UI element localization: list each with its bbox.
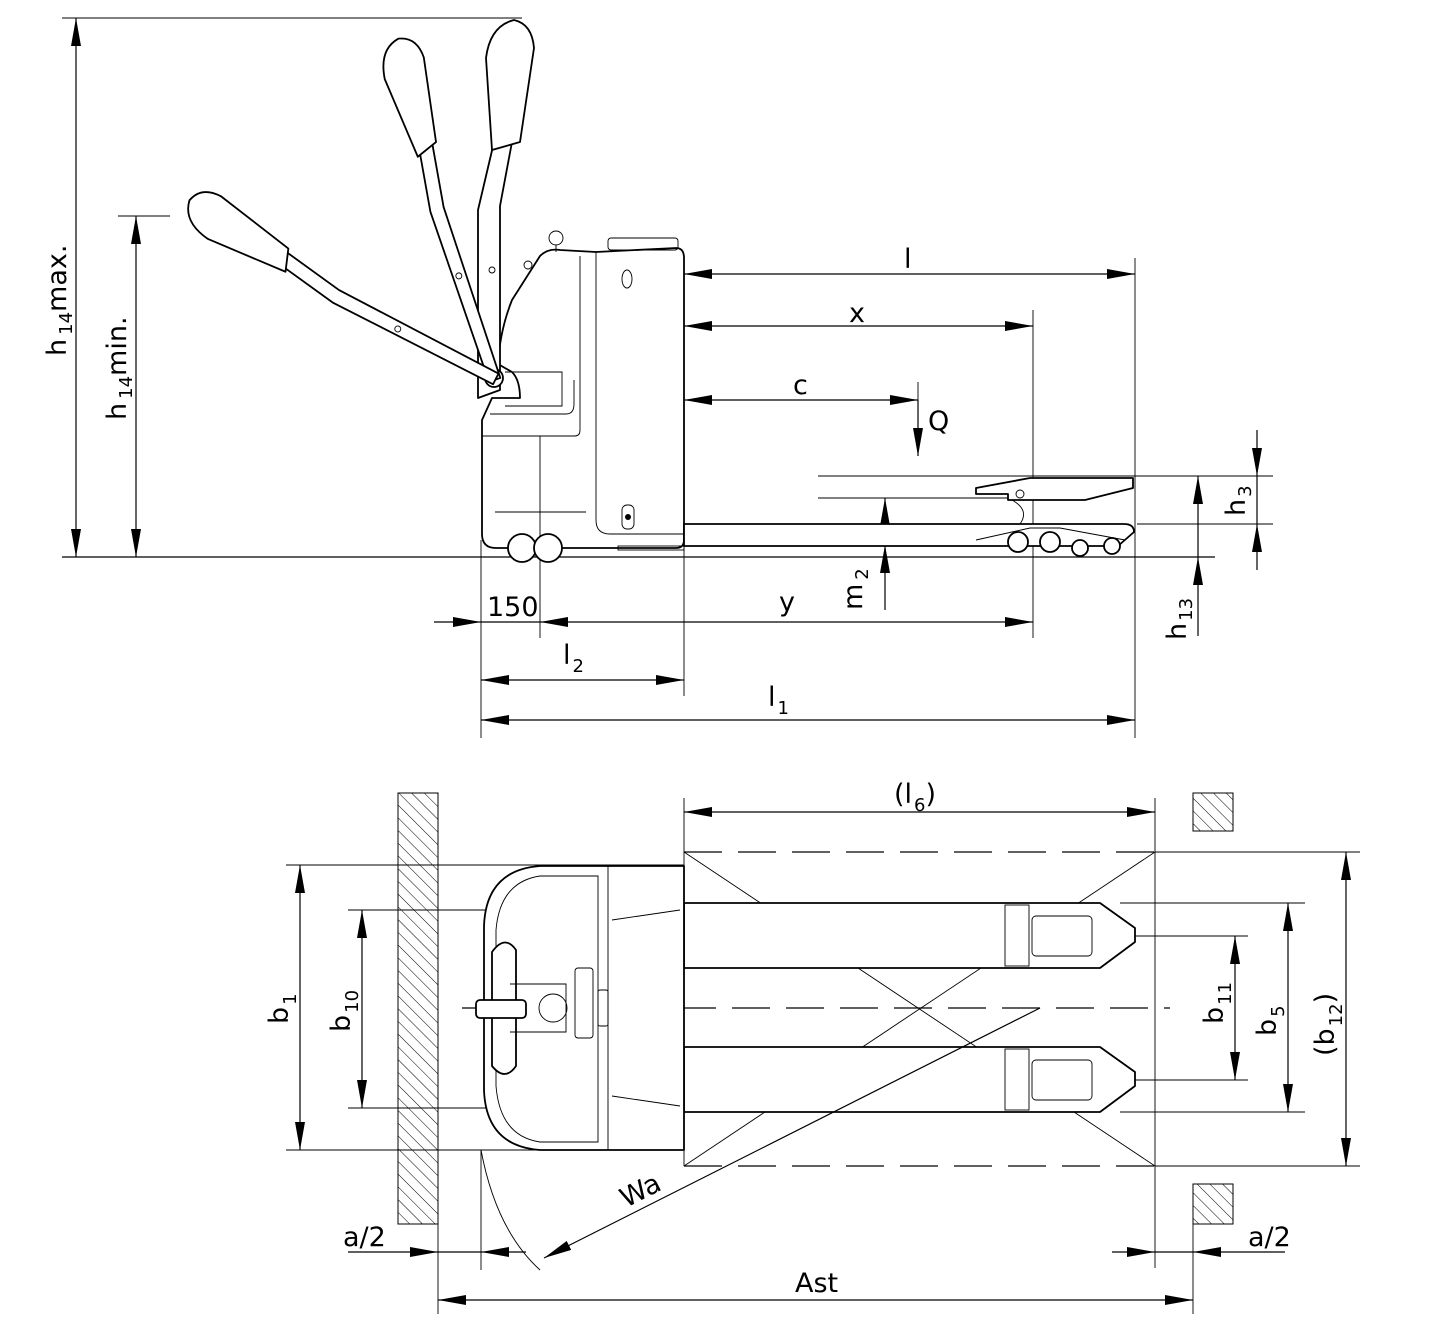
load-roller-4: [1103, 537, 1121, 555]
label-b12: (b12): [1310, 993, 1347, 1056]
label-h3: h3: [1221, 485, 1256, 516]
label-l: l: [904, 244, 912, 275]
label-c: c: [793, 370, 808, 401]
fork-top-right: [683, 1046, 1136, 1113]
label-b5: b5: [1252, 1005, 1289, 1036]
side-view: h14max. h14min. l x c Q h3 h13 m2 150 y …: [42, 17, 1273, 738]
load-roller-1: [1007, 531, 1029, 553]
label-q: Q: [928, 406, 949, 437]
tiller-angled: [382, 37, 502, 383]
wall-right-top: [1192, 792, 1234, 832]
label-b1: b1: [264, 993, 301, 1024]
turning-arc: [480, 1149, 541, 1271]
fork-2-cross: [1004, 1048, 1030, 1111]
label-a2-left: a/2: [343, 1222, 386, 1253]
fork-1-roller: [1031, 915, 1093, 957]
label-x: x: [849, 298, 865, 329]
truck-body-side: [481, 230, 685, 551]
lock-slot-bottom: [621, 504, 635, 530]
tiller-pivot: [538, 993, 568, 1023]
label-b11: b11: [1199, 982, 1236, 1024]
support-wheel: [533, 533, 563, 563]
label-y: y: [779, 587, 795, 618]
label-h14min: h14min.: [102, 316, 137, 420]
wall-left: [397, 792, 439, 1225]
label-b10: b10: [326, 990, 363, 1032]
load-roller-2: [1039, 531, 1061, 553]
dim-wa: [543, 1007, 1041, 1259]
drive-wheel: [507, 533, 537, 563]
fork-1-cross: [1004, 904, 1030, 967]
label-wa: Wa: [615, 1168, 666, 1214]
label-ast: Ast: [795, 1268, 838, 1299]
truck-body-top: [475, 865, 685, 1151]
label-h13: h13: [1162, 598, 1197, 640]
label-150: 150: [487, 592, 539, 623]
fork-top-left: [683, 902, 1136, 969]
lock-slot-top: [621, 269, 633, 289]
label-m2: m2: [838, 568, 873, 610]
tiller-low: [187, 191, 500, 386]
load-roller-3: [1071, 539, 1089, 557]
fork-2-roller: [1031, 1059, 1093, 1101]
label-a2-right: a/2: [1248, 1222, 1291, 1253]
wall-right-bottom: [1192, 1183, 1234, 1225]
fork-side: [683, 477, 1135, 557]
label-h14max: h14max.: [42, 245, 77, 356]
